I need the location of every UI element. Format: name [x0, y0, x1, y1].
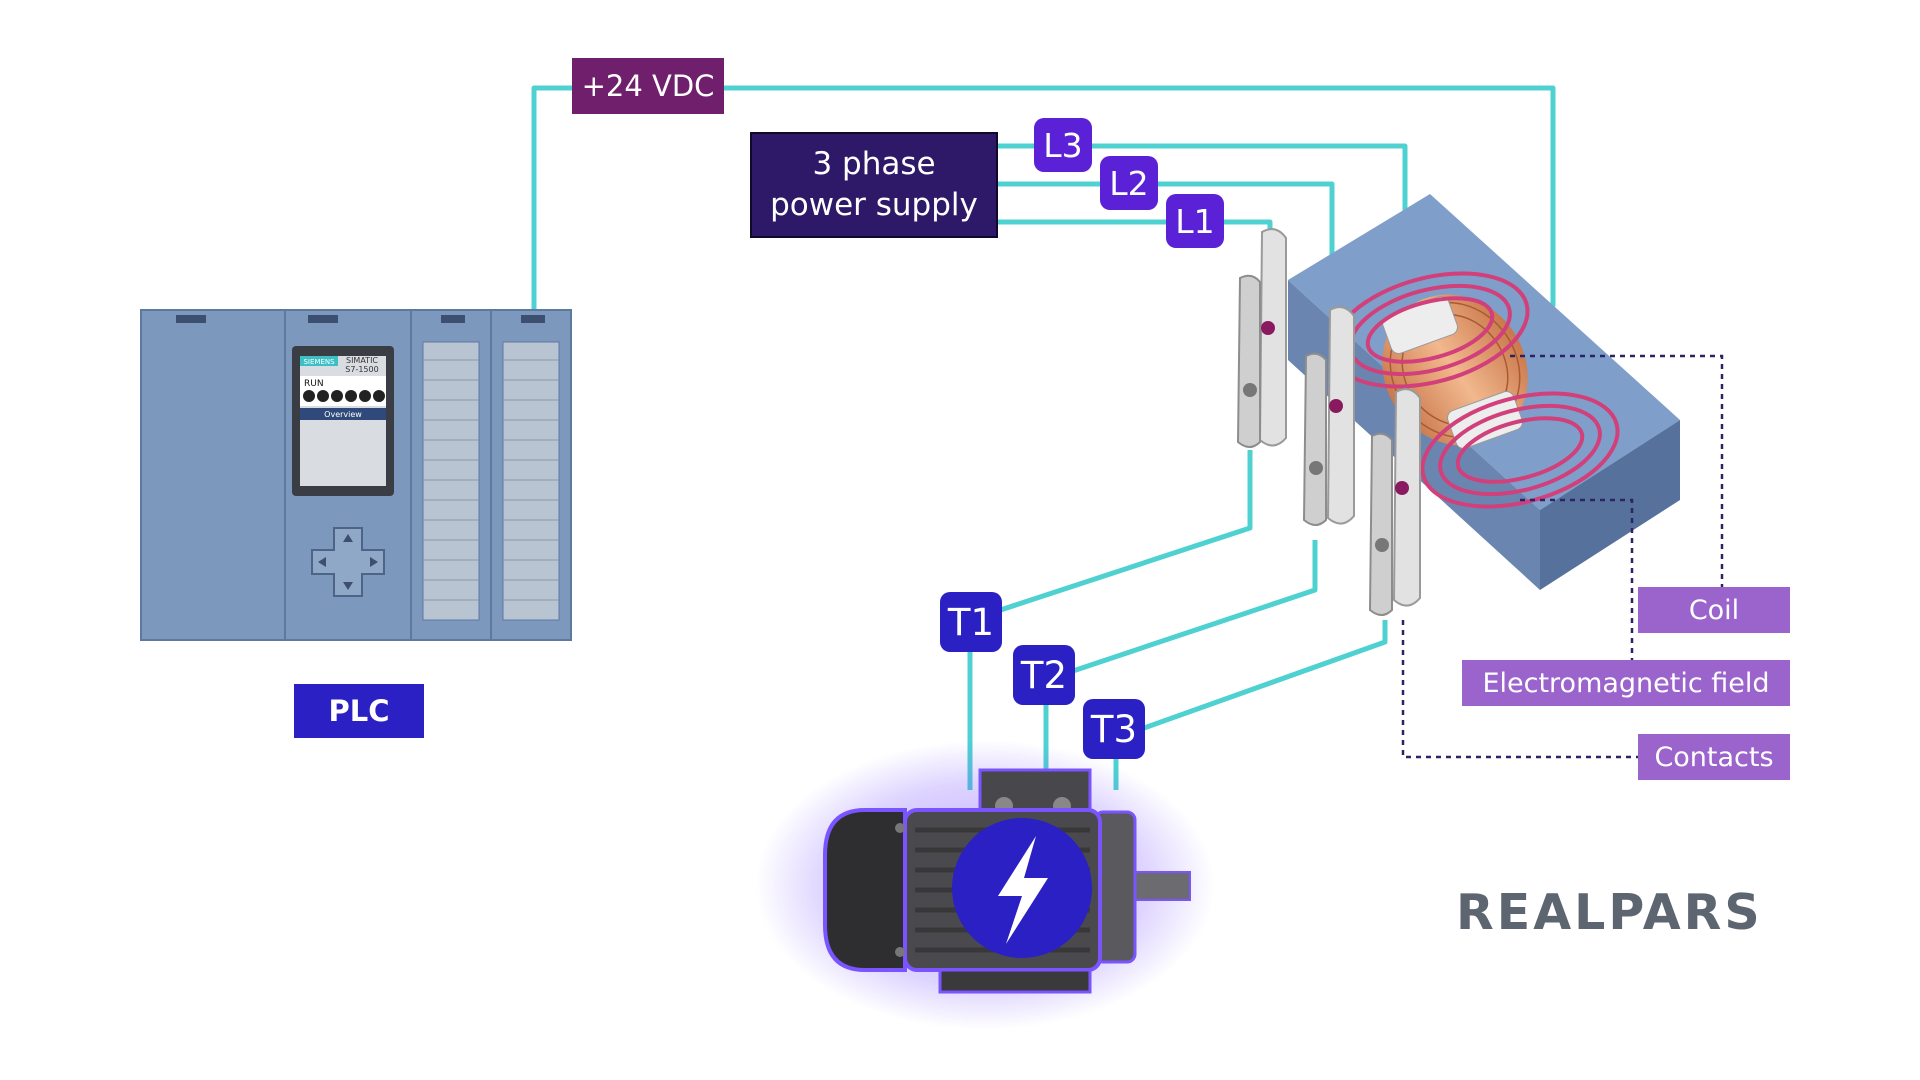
plc-model-1: SIMATIC	[346, 356, 378, 365]
legend-electromagnetic-field: Electromagnetic field	[1462, 660, 1790, 706]
vdc-label: +24 VDC	[572, 58, 724, 114]
legend-contacts: Contacts	[1638, 734, 1790, 780]
power-supply-line-1: 3 phase	[812, 146, 936, 182]
power-supply-line-2: power supply	[770, 187, 978, 223]
phase-label-l1: L1	[1166, 194, 1224, 248]
plc-io-terminals	[422, 341, 560, 621]
plc-status: RUN	[304, 379, 324, 389]
plc-model-2: S7-1500	[345, 365, 378, 374]
phase-label-l2: L2	[1100, 156, 1158, 210]
contact-l2	[1302, 306, 1355, 526]
phase-label-l3: L3	[1034, 118, 1092, 172]
plc-display-screen	[300, 356, 386, 486]
legend-leaders	[1401, 354, 1724, 759]
motor-shaft	[1129, 871, 1191, 901]
coil	[1382, 294, 1528, 450]
dpad-icon	[311, 527, 385, 597]
legend-coil: Coil	[1638, 587, 1790, 633]
terminal-label-t1: T1	[940, 592, 1002, 652]
contactor	[1236, 194, 1680, 616]
wire-t3	[1113, 620, 1388, 790]
field-leader	[1520, 498, 1634, 662]
plc-label: PLC	[294, 684, 424, 738]
contacts-leader	[1401, 620, 1638, 759]
contact-blades	[1236, 228, 1421, 616]
coil-leader	[1510, 354, 1724, 590]
power-supply-label: 3 phase power supply	[750, 132, 998, 238]
motor-rear-cap	[823, 808, 907, 972]
terminal-label-t2: T2	[1013, 645, 1075, 705]
contact-l1	[1236, 228, 1287, 448]
contactor-core-side	[1540, 420, 1680, 590]
plc-brand: SIEMENS	[303, 358, 335, 366]
realpars-logo: REALPARS	[1456, 884, 1763, 941]
terminal-label-t3: T3	[1083, 699, 1145, 759]
wire-t1	[967, 450, 1253, 790]
plc-screen-title: Overview	[324, 410, 362, 419]
wire-l1	[994, 219, 1273, 240]
wire-t2	[1043, 540, 1318, 790]
plc: SIEMENS SIMATIC S7-1500 RUN Overview	[140, 309, 572, 641]
motor-base	[938, 968, 1092, 994]
contact-l3	[1368, 388, 1421, 616]
motor	[755, 740, 1215, 1030]
plc-status-icons	[303, 390, 385, 402]
lightning-bolt-icon	[998, 836, 1048, 944]
